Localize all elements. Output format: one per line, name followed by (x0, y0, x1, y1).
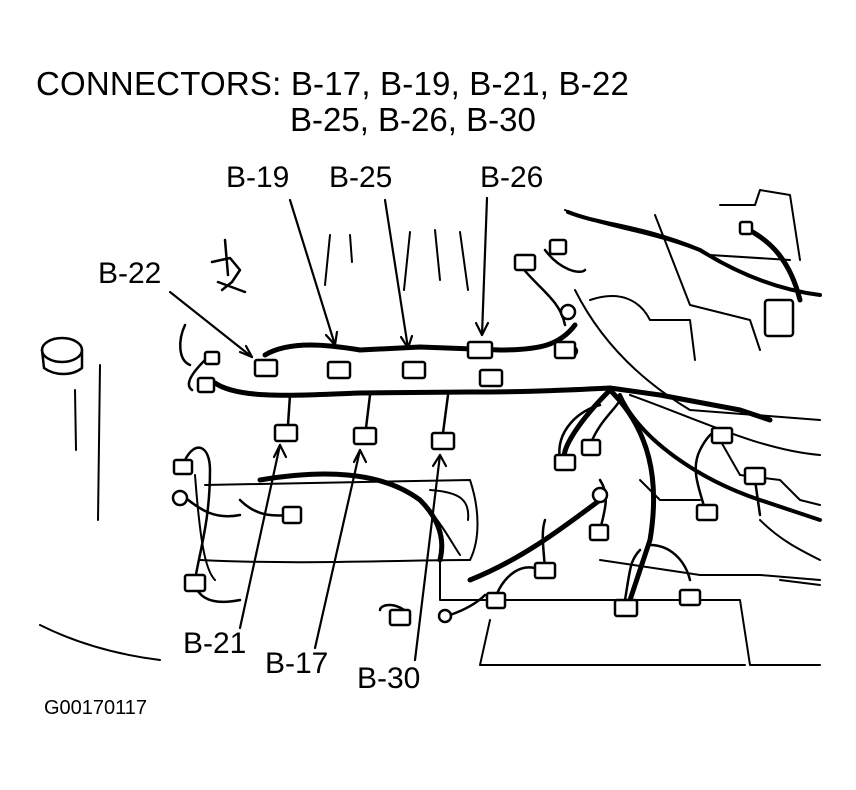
callout-b21: B-21 (183, 627, 247, 660)
leader-arrows (168, 196, 490, 662)
connector-b19 (326, 360, 352, 380)
figure-id: G00170117 (44, 697, 148, 719)
connector-b26 (466, 340, 494, 360)
connector-b25 (401, 360, 427, 380)
connectors-title-line1: CONNECTORS: B-17, B-19, B-21, B-22 (36, 65, 630, 102)
callout-b19: B-19 (226, 161, 290, 194)
callout-b17: B-17 (265, 647, 329, 680)
connectors-title-line2: B-25, B-26, B-30 (290, 101, 536, 138)
connector-b17 (352, 426, 378, 446)
callout-b30: B-30 (357, 662, 421, 695)
callout-b22: B-22 (98, 257, 162, 290)
connector-b21 (273, 423, 299, 443)
connector-b30 (430, 431, 456, 451)
oil-cap-icon (40, 336, 84, 376)
connector-b22 (253, 358, 279, 378)
callout-b26: B-26 (480, 161, 544, 194)
connectors (171, 220, 795, 627)
callout-b25: B-25 (329, 161, 393, 194)
bracket-icon (210, 238, 247, 294)
